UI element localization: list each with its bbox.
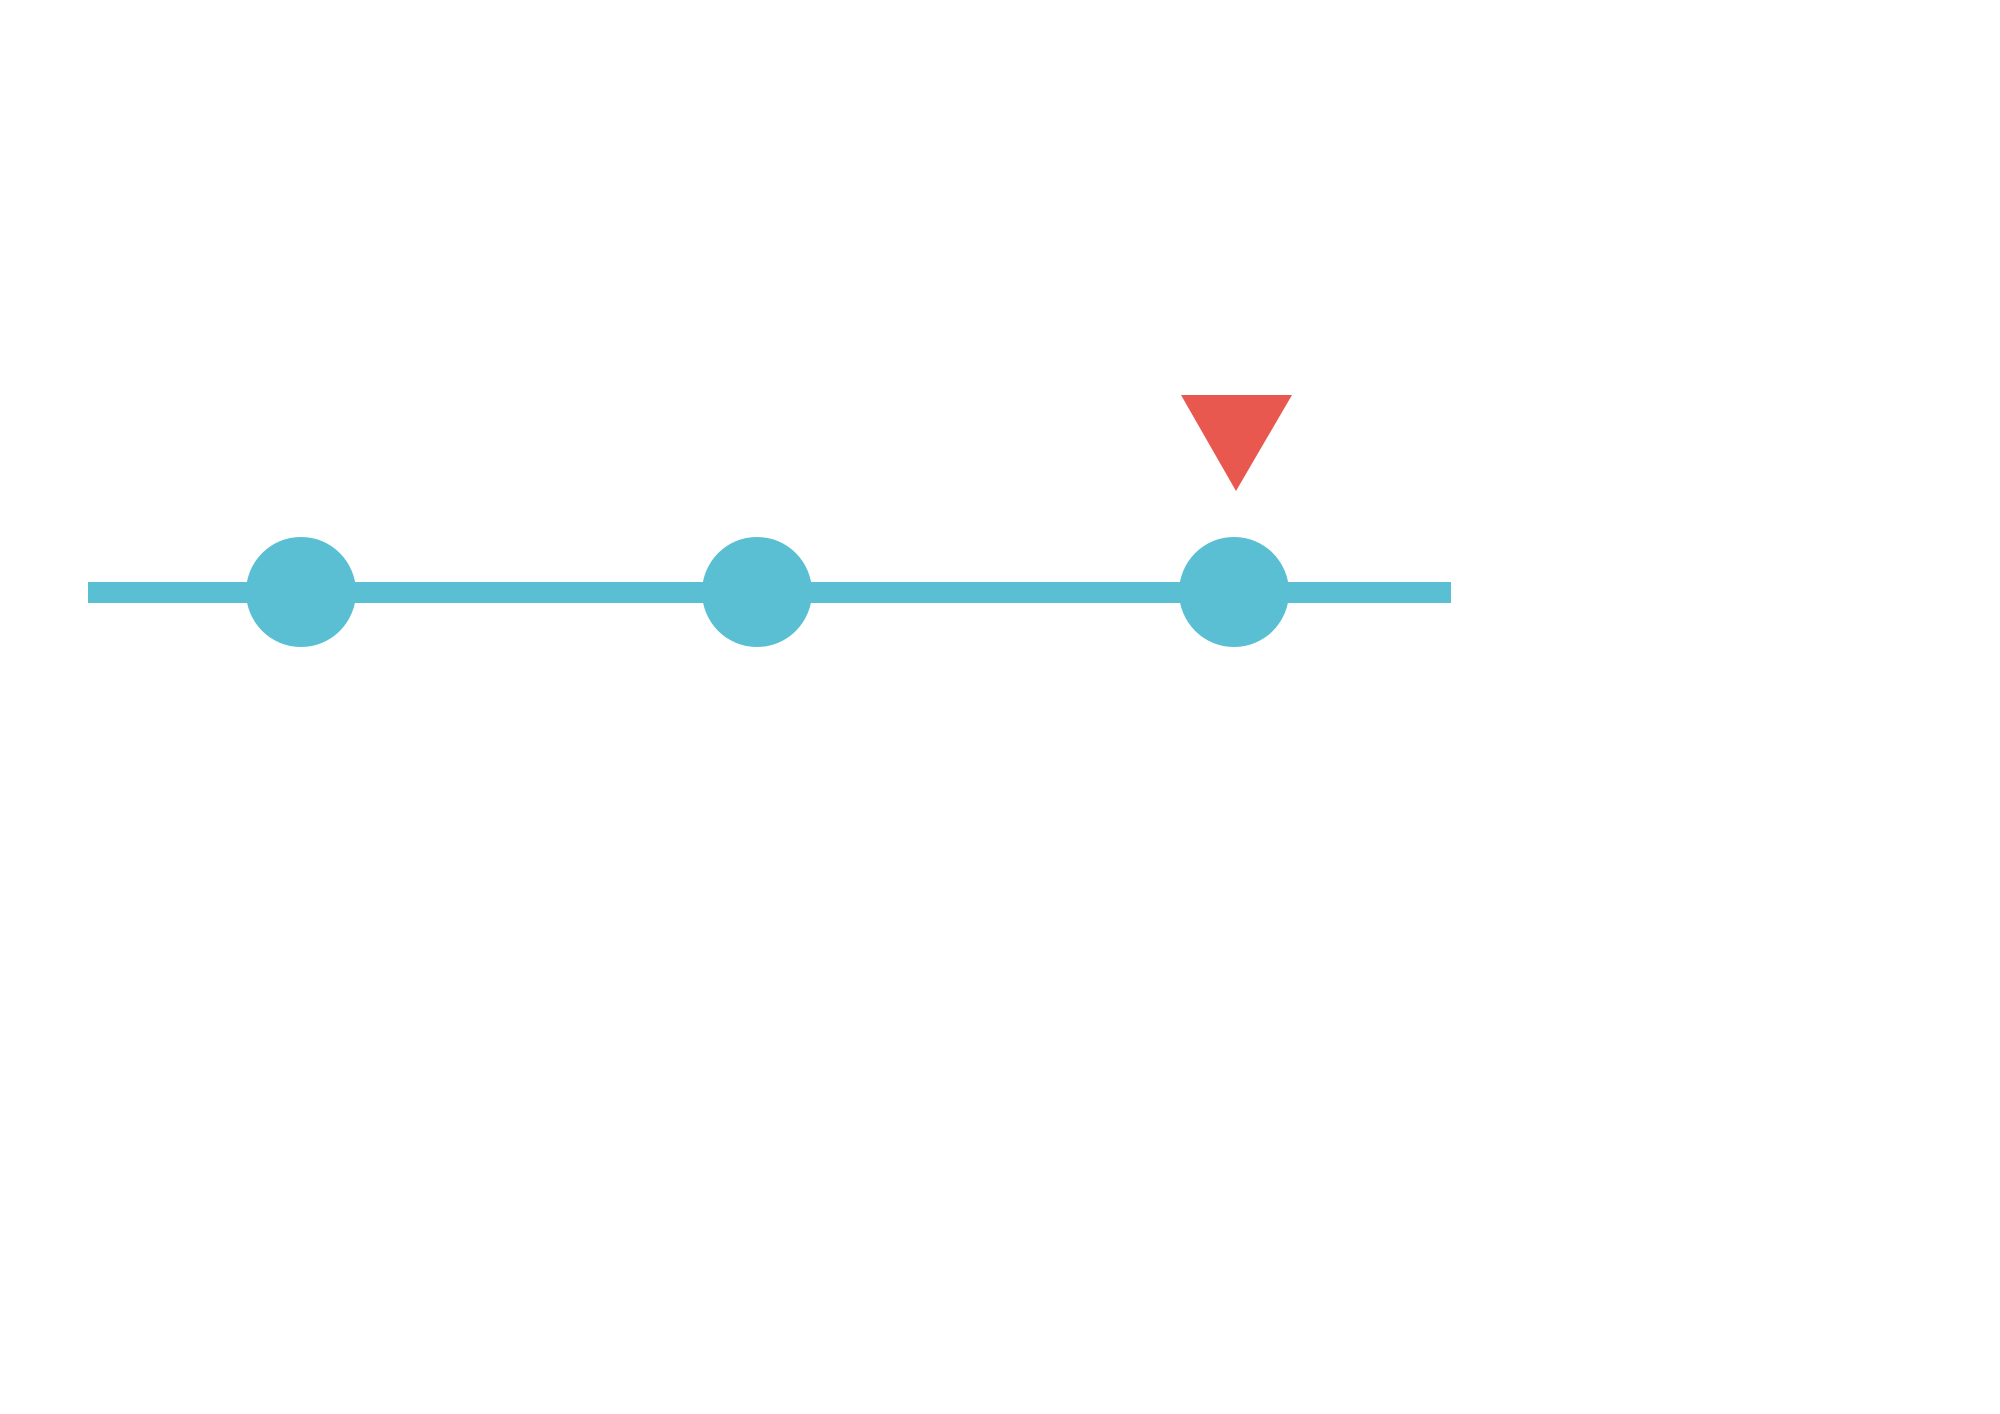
progress-track-highlight: [353, 582, 510, 599]
step-dot-3[interactable]: [1179, 537, 1289, 647]
step-dot-1[interactable]: [246, 537, 356, 647]
triangle-down-icon: [1181, 395, 1292, 491]
step-dot-2[interactable]: [702, 537, 812, 647]
step-dots: [246, 537, 1289, 647]
